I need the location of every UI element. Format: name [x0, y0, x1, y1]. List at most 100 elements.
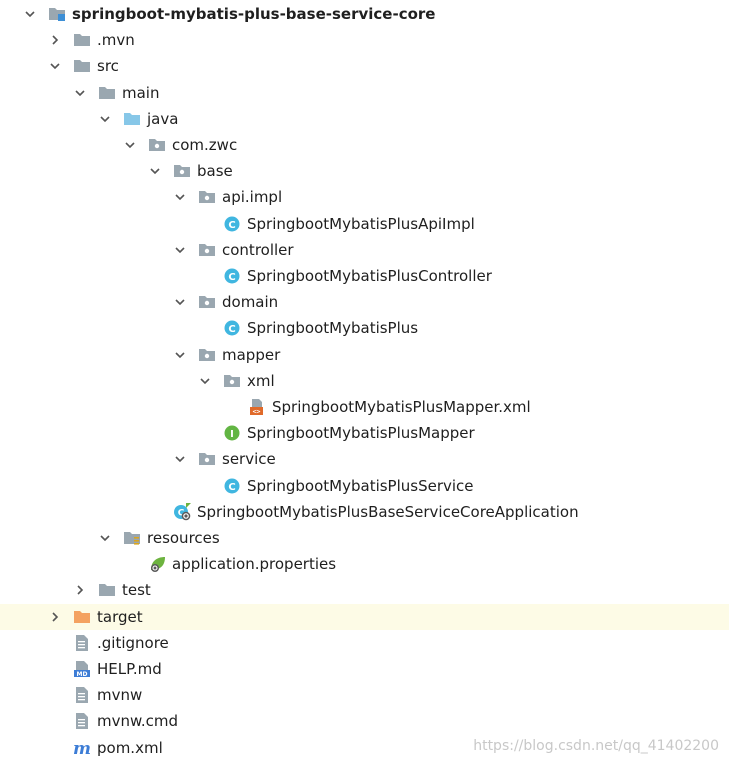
tree-node-label: resources	[147, 529, 220, 547]
package-icon	[198, 450, 216, 468]
tree-node[interactable]: application.properties	[0, 551, 729, 577]
tree-node-label: xml	[247, 371, 275, 390]
chevron-down-icon[interactable]	[149, 165, 161, 177]
tree-node-label: springboot-mybatis-plus-base-service-cor…	[72, 5, 436, 23]
tree-node-label: .mvn	[97, 31, 135, 50]
chevron-down-icon[interactable]	[124, 139, 136, 151]
tree-node-label: controller	[222, 240, 294, 259]
tree-node[interactable]: resources	[0, 525, 729, 551]
folder-icon	[73, 57, 91, 75]
tree-node[interactable]: C SpringbootMybatisPlus	[0, 315, 729, 341]
tree-node-label: src	[97, 57, 119, 76]
svg-text:C: C	[228, 324, 235, 335]
svg-text:C: C	[178, 508, 185, 518]
tree-node[interactable]: service	[0, 446, 729, 472]
markdown-file-icon: MD	[73, 660, 91, 678]
tree-node[interactable]: src	[0, 53, 729, 79]
tree-node-label: HELP.md	[97, 660, 162, 678]
tree-node[interactable]: mapper	[0, 342, 729, 368]
chevron-down-icon[interactable]	[49, 60, 61, 72]
tree-node[interactable]: C SpringbootMybatisPlusApiImpl	[0, 211, 729, 237]
tree-node-label: SpringbootMybatisPlus	[247, 319, 419, 338]
tree-node-label: api.impl	[222, 188, 283, 207]
package-icon	[198, 293, 216, 311]
resources-folder-icon	[123, 529, 141, 547]
tree-node[interactable]: mvnw.cmd	[0, 708, 729, 734]
folder-icon	[73, 31, 91, 49]
tree-node[interactable]: I SpringbootMybatisPlusMapper	[0, 420, 729, 446]
tree-node[interactable]: domain	[0, 289, 729, 315]
chevron-down-icon[interactable]	[99, 532, 111, 544]
tree-node-label: SpringbootMybatisPlusBaseServiceCoreAppl…	[197, 502, 579, 521]
java-class-icon: C	[223, 477, 241, 495]
package-icon	[198, 188, 216, 206]
tree-node-label: pom.xml	[97, 738, 163, 757]
svg-text:m: m	[73, 739, 91, 757]
tree-node[interactable]: <> SpringbootMybatisPlusMapper.xml	[0, 394, 729, 420]
tree-node-label: SpringbootMybatisPlusMapper.xml	[272, 398, 531, 416]
tree-node-label: target	[97, 607, 143, 626]
chevron-right-icon[interactable]	[49, 611, 61, 623]
java-interface-icon: I	[223, 424, 241, 442]
chevron-down-icon[interactable]	[174, 349, 186, 361]
text-file-icon	[73, 712, 91, 730]
tree-node[interactable]: .mvn	[0, 27, 729, 53]
svg-text:I: I	[230, 429, 234, 440]
chevron-down-icon[interactable]	[24, 8, 36, 20]
tree-node[interactable]: target	[0, 603, 729, 630]
chevron-down-icon[interactable]	[174, 453, 186, 465]
tree-node-label: java	[147, 109, 179, 128]
tree-node[interactable]: C SpringbootMybatisPlusBaseServiceCoreApp…	[0, 499, 729, 525]
text-file-icon	[73, 686, 91, 704]
chevron-down-icon[interactable]	[199, 375, 211, 387]
svg-text:<>: <>	[253, 408, 261, 416]
package-icon	[223, 372, 241, 390]
chevron-down-icon[interactable]	[174, 296, 186, 308]
tree-node[interactable]: api.impl	[0, 184, 729, 210]
tree-node-label: SpringbootMybatisPlusApiImpl	[247, 214, 475, 233]
tree-node[interactable]: springboot-mybatis-plus-base-service-cor…	[0, 1, 729, 27]
svg-text:C: C	[228, 272, 235, 283]
tree-node-label: mvnw	[97, 686, 143, 705]
tree-node[interactable]: controller	[0, 237, 729, 263]
package-icon	[198, 346, 216, 364]
tree-node[interactable]: main	[0, 80, 729, 106]
tree-node[interactable]: test	[0, 577, 729, 603]
spring-properties-icon	[148, 555, 166, 573]
tree-node[interactable]: .gitignore	[0, 630, 729, 656]
chevron-down-icon[interactable]	[74, 87, 86, 99]
tree-node[interactable]: C SpringbootMybatisPlusController	[0, 263, 729, 289]
package-icon	[148, 136, 166, 154]
svg-text:MD: MD	[77, 671, 88, 678]
source-root-folder-icon	[123, 110, 141, 128]
xml-file-icon: <>	[248, 398, 266, 416]
tree-node[interactable]: java	[0, 106, 729, 132]
tree-node-label: SpringbootMybatisPlusController	[247, 267, 492, 285]
tree-node[interactable]: base	[0, 158, 729, 184]
tree-node[interactable]: mvnw	[0, 682, 729, 708]
tree-node-label: SpringbootMybatisPlusMapper	[247, 424, 475, 443]
excluded-folder-icon	[73, 608, 91, 626]
chevron-right-icon[interactable]	[74, 584, 86, 596]
svg-text:C: C	[228, 220, 235, 231]
text-file-icon	[73, 634, 91, 652]
tree-node[interactable]: xml	[0, 368, 729, 394]
tree-node[interactable]: m pom.xml	[0, 735, 729, 761]
java-class-icon: C	[223, 267, 241, 285]
tree-node-label: base	[197, 162, 233, 181]
watermark: https://blog.csdn.net/qq_41402200	[473, 738, 719, 754]
folder-icon	[98, 84, 116, 102]
tree-node-label: domain	[222, 293, 279, 312]
folder-icon	[98, 581, 116, 599]
tree-node-label: service	[222, 450, 276, 469]
chevron-down-icon[interactable]	[174, 191, 186, 203]
tree-node[interactable]: MD HELP.md	[0, 656, 729, 682]
module-folder-icon	[48, 5, 66, 23]
svg-text:C: C	[228, 482, 235, 493]
tree-node[interactable]: com.zwc	[0, 132, 729, 158]
chevron-down-icon[interactable]	[99, 113, 111, 125]
java-class-icon: C	[223, 215, 241, 233]
chevron-right-icon[interactable]	[49, 34, 61, 46]
chevron-down-icon[interactable]	[174, 244, 186, 256]
